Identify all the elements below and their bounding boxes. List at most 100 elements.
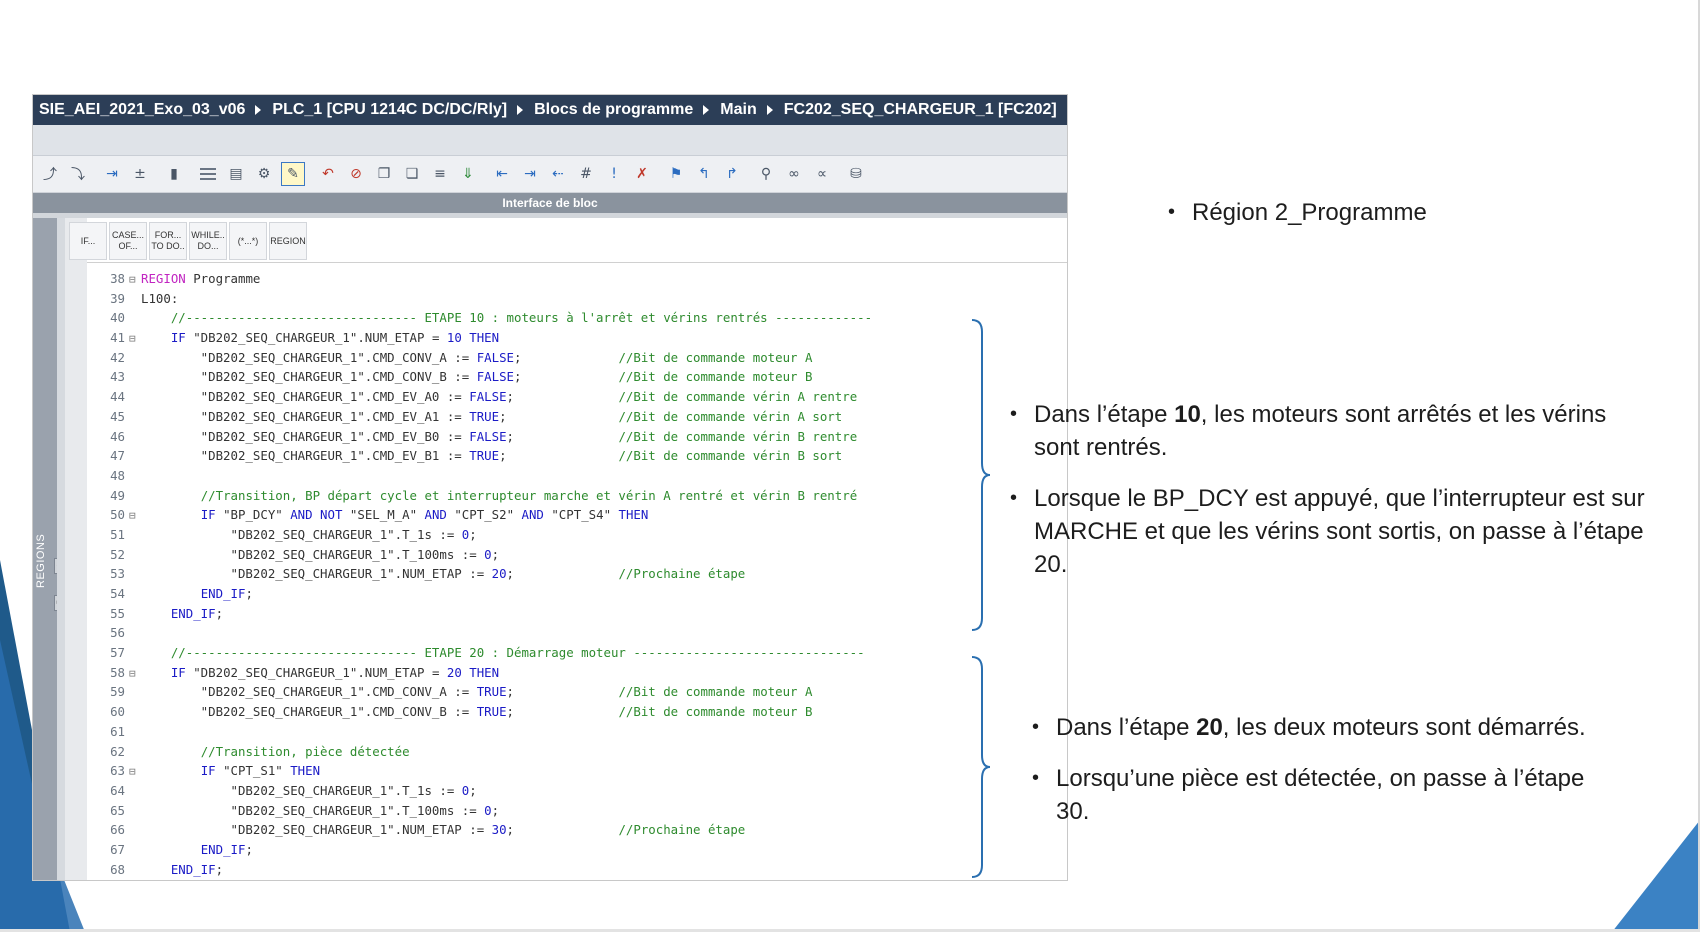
collapse-icon[interactable]: ⇓ (462, 166, 474, 182)
grid-icon[interactable]: # (580, 166, 592, 182)
breadcrumb-project[interactable]: SIE_AEI_2021_Exo_03_v06 (39, 101, 246, 118)
code-token: "DB202_SEQ_CHARGEUR_1".CMD_CONV_A := (141, 684, 477, 700)
bullet-text: Dans l’étape (1056, 714, 1197, 741)
code-token: //------------------------------- ETAPE … (170, 310, 873, 326)
code-line[interactable]: 61 (87, 722, 1067, 742)
code-line[interactable]: 65 "DB202_SEQ_CHARGEUR_1".T_100ms := 0; (87, 801, 1067, 821)
code-token (141, 330, 171, 345)
editor-header-band (33, 125, 1067, 156)
list-icon[interactable] (197, 163, 219, 185)
snippet-comment[interactable]: (*...*) (229, 222, 267, 260)
fold-icon[interactable]: ⊟ (129, 765, 136, 779)
code-line[interactable]: 52 "DB202_SEQ_CHARGEUR_1".T_100ms := 0; (87, 545, 1067, 565)
code-line[interactable]: 55 END_IF; (87, 604, 1067, 624)
indent-list-icon[interactable]: ≡ (434, 166, 446, 182)
code-token: "DB202_SEQ_CHARGEUR_1".NUM_ETAP = (185, 664, 447, 680)
prev-bookmark-icon[interactable]: ↰ (698, 166, 710, 182)
code-token: ; (506, 684, 619, 700)
fold-icon[interactable]: ⊟ (129, 273, 136, 286)
snippet-while[interactable]: WHILE..DO... (189, 222, 227, 260)
code-line[interactable]: 53 "DB202_SEQ_CHARGEUR_1".NUM_ETAP := 20… (87, 564, 1067, 584)
code-token: 0 (484, 546, 492, 562)
watch-icon[interactable]: ⚲ (760, 166, 772, 182)
uncomment-icon[interactable]: ✗ (636, 166, 648, 182)
breadcrumb-main[interactable]: Main (720, 101, 757, 118)
code-line[interactable]: 67 END_IF; (87, 840, 1067, 860)
snippet-region[interactable]: REGION (269, 222, 307, 260)
decrease-indent-icon[interactable]: ⇠ (552, 166, 564, 182)
code-line[interactable]: 44 "DB202_SEQ_CHARGEUR_1".CMD_EV_A0 := F… (87, 387, 1067, 407)
code-token: //Bit de commande moteur B (618, 369, 813, 385)
code-token: //Transition, pièce détectée (200, 743, 410, 759)
code-line[interactable]: 38⊟REGION Programme (87, 269, 1067, 289)
code-line[interactable]: 68 END_IF; (87, 860, 1067, 880)
snippet-case[interactable]: CASE...OF... (109, 222, 147, 260)
paste-icon[interactable]: ❏ (405, 166, 419, 182)
code-line[interactable]: 57 //------------------------------- ETA… (87, 643, 1067, 663)
code-line[interactable]: 49 //Transition, BP départ cycle et inte… (87, 486, 1067, 506)
breadcrumb-arrow-icon (517, 105, 524, 115)
indent-icon[interactable]: ⇥ (524, 166, 536, 182)
line-number: 46 (110, 428, 125, 444)
code-line[interactable]: 54 END_IF; (87, 584, 1067, 604)
snippet-separator (87, 262, 1067, 263)
glasses-off-icon[interactable]: ∝ (816, 166, 827, 182)
code-token: "DB202_SEQ_CHARGEUR_1".CMD_CONV_B := (141, 704, 477, 720)
code-line[interactable]: 51 "DB202_SEQ_CHARGEUR_1".T_1s := 0; (87, 525, 1067, 545)
code-line[interactable]: 50⊟ IF "BP_DCY" AND NOT "SEL_M_A" AND "C… (87, 505, 1067, 525)
breadcrumb-plc[interactable]: PLC_1 [CPU 1214C DC/DC/Rly] (272, 101, 508, 118)
code-line[interactable]: 43 "DB202_SEQ_CHARGEUR_1".CMD_CONV_B := … (87, 367, 1067, 387)
code-line[interactable]: 47 "DB202_SEQ_CHARGEUR_1".CMD_EV_B1 := T… (87, 446, 1067, 466)
comment-icon[interactable]: ! (611, 166, 617, 182)
cancel-icon[interactable]: ⊘ (350, 166, 362, 182)
breadcrumb-blocks[interactable]: Blocs de programme (534, 101, 694, 118)
code-line[interactable]: 58⊟ IF "DB202_SEQ_CHARGEUR_1".NUM_ETAP =… (87, 663, 1067, 683)
code-line[interactable]: 60 "DB202_SEQ_CHARGEUR_1".CMD_CONV_B := … (87, 702, 1067, 722)
code-line[interactable]: 42 "DB202_SEQ_CHARGEUR_1".CMD_CONV_A := … (87, 348, 1067, 368)
fold-icon[interactable]: ⊟ (129, 666, 136, 680)
database-icon[interactable]: ⛁ (850, 166, 862, 182)
next-bookmark-icon[interactable]: ↱ (726, 166, 738, 182)
block-interface-bar[interactable]: Interface de bloc (33, 193, 1067, 219)
snippet-label: IF... (80, 235, 96, 246)
code-line[interactable]: 66 "DB202_SEQ_CHARGEUR_1".NUM_ETAP := 30… (87, 820, 1067, 840)
insert-network-icon[interactable]: ⤴ (43, 167, 57, 183)
bullet-etape-10-state: Dans l’étape 10, les moteurs sont arrêté… (1010, 398, 1650, 464)
align-icon[interactable]: ▤ (229, 166, 243, 182)
code-line[interactable]: 48 (87, 466, 1067, 486)
bookmark-icon[interactable]: ⚑ (669, 166, 683, 182)
code-line[interactable]: 56 (87, 623, 1067, 643)
snippet-label: DO... (197, 241, 219, 251)
copy-icon[interactable]: ❐ (377, 166, 391, 182)
settings-icon[interactable]: ⚙ (257, 166, 271, 182)
code-token: Programme (185, 271, 261, 286)
brace-etape-20 (971, 656, 991, 878)
fold-icon[interactable]: ⊟ (129, 332, 136, 346)
glasses-icon[interactable]: ∞ (788, 166, 800, 182)
code-line[interactable]: 62 //Transition, pièce détectée (87, 742, 1067, 762)
code-line[interactable]: 45 "DB202_SEQ_CHARGEUR_1".CMD_EV_A1 := T… (87, 407, 1067, 427)
breadcrumb-block[interactable]: FC202_SEQ_CHARGEUR_1 [FC202] (783, 101, 1057, 118)
code-line[interactable]: 59 "DB202_SEQ_CHARGEUR_1".CMD_CONV_A := … (87, 682, 1067, 702)
fold-icon[interactable]: ⊟ (129, 509, 136, 523)
code-token: "DB202_SEQ_CHARGEUR_1".T_1s := (141, 782, 462, 798)
highlight-icon[interactable]: ✎ (281, 162, 305, 186)
monitor-icon[interactable]: ▮ (170, 166, 178, 182)
code-line[interactable]: 63⊟ IF "CPT_S1" THEN (87, 761, 1067, 781)
undo-icon[interactable]: ↶ (322, 166, 334, 182)
code-line[interactable]: 41⊟ IF "DB202_SEQ_CHARGEUR_1".NUM_ETAP =… (87, 328, 1067, 348)
snippet-if[interactable]: IF... (69, 222, 107, 260)
code-line[interactable]: 40 //------------------------------- ETA… (87, 308, 1067, 328)
code-token: ; (506, 428, 619, 444)
regions-panel[interactable] (33, 218, 57, 880)
outdent-icon[interactable]: ⇤ (496, 166, 508, 182)
snippet-for[interactable]: FOR...TO DO.. (149, 222, 187, 260)
code-line[interactable]: 64 "DB202_SEQ_CHARGEUR_1".T_1s := 0; (87, 781, 1067, 801)
code-line[interactable]: 46 "DB202_SEQ_CHARGEUR_1".CMD_EV_B0 := F… (87, 427, 1067, 447)
delete-network-icon[interactable]: ⤵ (71, 167, 85, 183)
code-token: END_IF (200, 586, 246, 601)
download-icon[interactable]: ± (134, 166, 146, 182)
export-icon[interactable]: ⇥ (106, 166, 118, 182)
